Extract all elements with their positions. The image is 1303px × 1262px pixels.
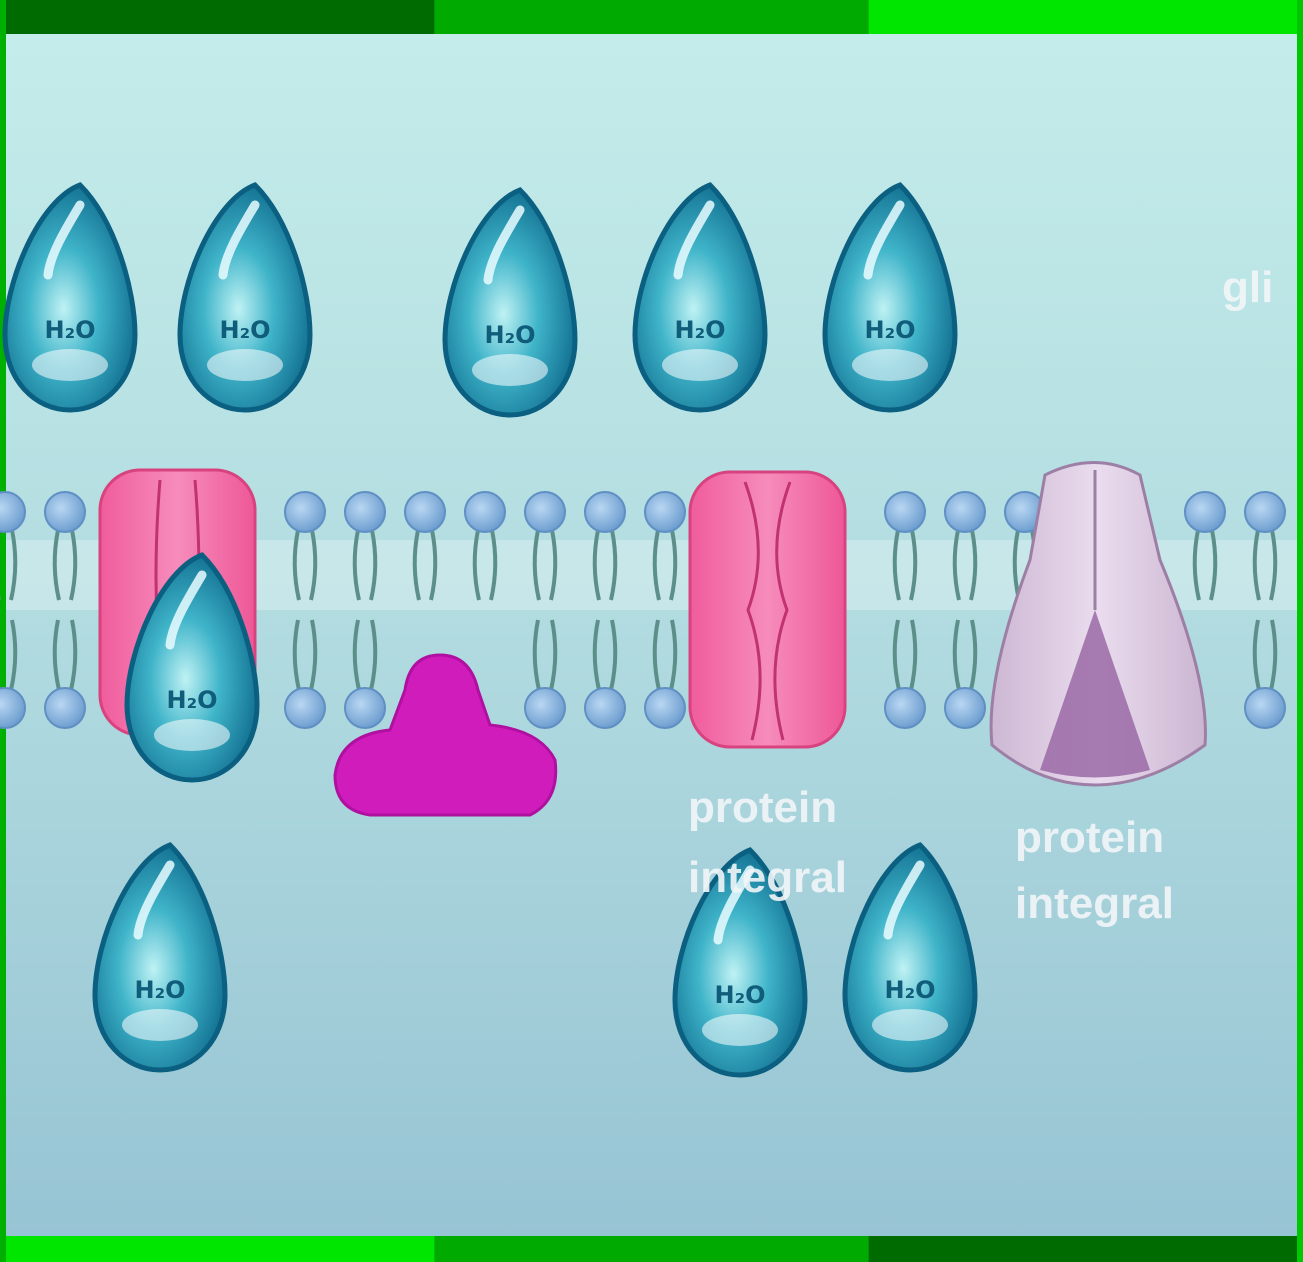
- protein-integral-label-1-line2: integral: [688, 853, 847, 902]
- glycoprotein-partial-label: gli: [1222, 263, 1273, 312]
- water-label: H₂O: [485, 321, 536, 349]
- frame-top-segment: [869, 0, 1303, 34]
- water-label: H₂O: [167, 686, 218, 714]
- frame-left: [0, 0, 6, 1262]
- protein-integral-label-2-line1: protein: [1015, 813, 1164, 862]
- frame-bottom-segment: [0, 1236, 435, 1262]
- water-label: H₂O: [715, 981, 766, 1009]
- frame-top-segment: [434, 0, 869, 34]
- frame-bottom-segment: [434, 1236, 869, 1262]
- water-label: H₂O: [885, 976, 936, 1004]
- water-label: H₂O: [45, 316, 96, 344]
- channel-protein-right: [690, 472, 845, 747]
- protein-integral-label-1-line1: protein: [688, 783, 837, 832]
- water-label: H₂O: [865, 316, 916, 344]
- frame-right: [1297, 0, 1303, 1262]
- water-label: H₂O: [220, 316, 271, 344]
- frame-bottom-segment: [869, 1236, 1303, 1262]
- frame-top-segment: [0, 0, 435, 34]
- water-label: H₂O: [135, 976, 186, 1004]
- protein-integral-label-2-line2: integral: [1015, 879, 1174, 928]
- water-label: H₂O: [675, 316, 726, 344]
